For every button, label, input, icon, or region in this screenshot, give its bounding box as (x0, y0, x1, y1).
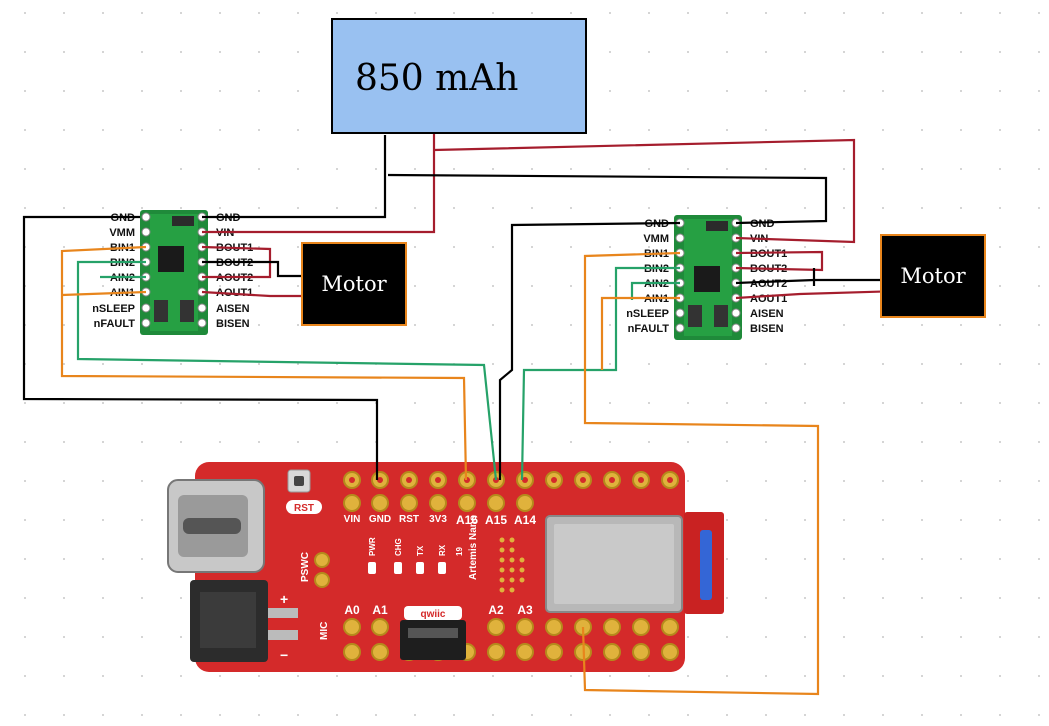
rst-button-label: RST (294, 503, 314, 514)
mic-label: MIC (319, 622, 330, 640)
board-pin-a15: A15 (485, 513, 507, 527)
battery-minus-label: − (280, 647, 288, 663)
led-chg-label: CHG (394, 538, 403, 556)
motor-left: Motor (301, 242, 407, 326)
board-pin-a2: A2 (488, 603, 504, 617)
wires (22, 126, 901, 696)
board-pin-a14: A14 (514, 513, 536, 527)
board-pin-a16: A16 (456, 513, 478, 527)
board-pin-rst: RST (399, 514, 419, 525)
qwiic-label: qwiic (420, 609, 445, 620)
motor-right: Motor (880, 234, 986, 318)
driver-right-pin-bout1: BOUT1 (750, 248, 787, 260)
pswc-label: PSWC (300, 552, 311, 582)
board-pin-3v3: 3V3 (429, 514, 447, 525)
driver-right-pin-aisen: AISEN (750, 308, 784, 320)
driver-left-pin-nfault: nFAULT (94, 318, 136, 330)
driver-left-pin-vmm: VMM (109, 227, 135, 239)
driver-right-pin-vmm: VMM (643, 233, 669, 245)
motor-left-label: Motor (321, 272, 387, 296)
driver-right-pin-nsleep: nSLEEP (626, 308, 669, 320)
led-tx-label: TX (416, 545, 425, 556)
driver-right-pin-gnd-r: GND (750, 218, 775, 230)
motor-driver-left (140, 210, 208, 335)
battery-capacity-label: 850 mAh (355, 58, 519, 99)
driver-left-pin-nsleep: nSLEEP (92, 303, 135, 315)
led-pwr-label: PWR (368, 537, 377, 556)
led-19-label: 19 (455, 547, 464, 556)
board-name-label: Artemis Nano (468, 515, 479, 580)
driver-right-pin-bisen: BISEN (750, 323, 784, 335)
led-rx-label: RX (438, 544, 447, 556)
board-pin-gnd: GND (369, 514, 391, 525)
driver-left-pin-bisen: BISEN (216, 318, 250, 330)
driver-right-pin-nfault: nFAULT (628, 323, 670, 335)
battery-plus-label: + (280, 591, 288, 607)
board-pin-a3: A3 (517, 603, 533, 617)
battery-850mah: 850 mAh (331, 18, 587, 134)
artemis-nano-board: RST VIN GND RST 3V3 A16 A15 A14 A0 (167, 462, 724, 672)
driver-right-pin-aout2: AOUT2 (750, 278, 787, 290)
motor-right-label: Motor (900, 264, 966, 288)
board-pin-vin: VIN (344, 514, 361, 525)
driver-left-pin-aisen: AISEN (216, 303, 250, 315)
motor-driver-right (674, 215, 742, 340)
board-pin-a1: A1 (372, 603, 388, 617)
board-pin-a0: A0 (344, 603, 360, 617)
